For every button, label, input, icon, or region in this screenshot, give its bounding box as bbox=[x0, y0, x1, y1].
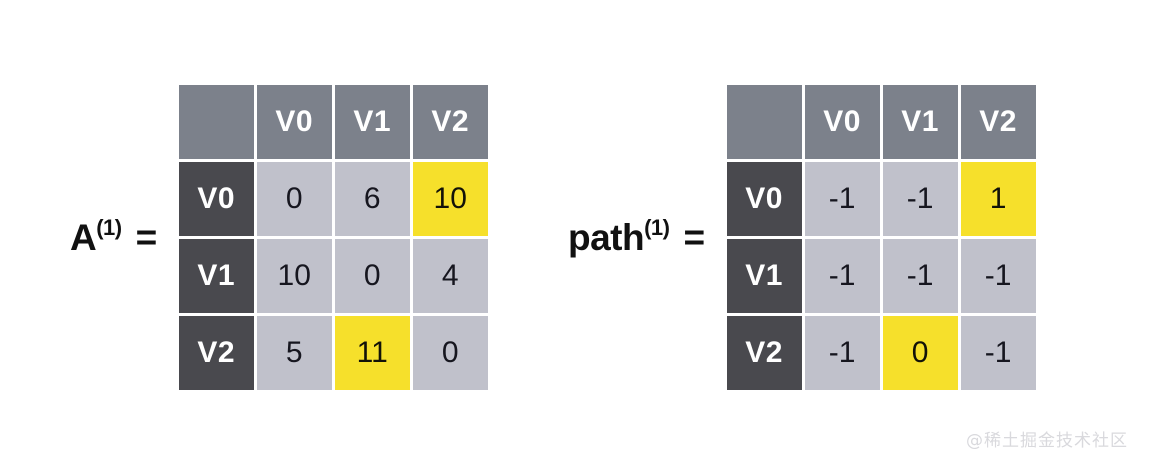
matrix-a-label-superscript: (1) bbox=[96, 214, 122, 240]
matrix-a-grid: V0 V1 V2 V0 0 6 10 V1 10 0 4 V2 5 11 0 bbox=[178, 85, 488, 390]
matrix-a-label-equals: = bbox=[135, 217, 158, 258]
matrix-path-cell-0-2: 1 bbox=[960, 162, 1036, 236]
matrix-path-col-header-v0: V0 bbox=[804, 85, 880, 159]
matrix-a-label: A(1) = bbox=[70, 214, 158, 258]
matrix-block-path: path(1) = V0 V1 V2 V0 -1 -1 1 V1 -1 -1 -1… bbox=[568, 85, 1036, 390]
matrix-a-row-header-v1: V1 bbox=[178, 239, 254, 313]
matrix-path-grid: V0 V1 V2 V0 -1 -1 1 V1 -1 -1 -1 V2 -1 0 … bbox=[726, 85, 1036, 390]
matrix-path-corner-cell bbox=[726, 85, 802, 159]
watermark: @稀土掘金技术社区 bbox=[966, 431, 1128, 451]
matrix-path-cell-2-1: 0 bbox=[882, 316, 958, 390]
matrix-path-label-wrap: path(1) = bbox=[568, 89, 727, 387]
matrix-path-col-header-v1: V1 bbox=[882, 85, 958, 159]
matrix-block-a: A(1) = V0 V1 V2 V0 0 6 10 V1 10 0 4 V2 5 … bbox=[70, 85, 488, 390]
matrix-a-cell-0-2: 10 bbox=[412, 162, 488, 236]
matrix-path-cell-1-1: -1 bbox=[882, 239, 958, 313]
matrix-path-label: path(1) = bbox=[568, 214, 706, 258]
matrix-a-col-header-v0: V0 bbox=[256, 85, 332, 159]
matrix-a-cell-2-0: 5 bbox=[256, 316, 332, 390]
matrix-path-label-base: path bbox=[568, 217, 645, 258]
matrix-path-cell-1-0: -1 bbox=[804, 239, 880, 313]
matrix-path-cell-0-0: -1 bbox=[804, 162, 880, 236]
matrix-a-cell-1-1: 0 bbox=[334, 239, 410, 313]
matrix-a-cell-1-0: 10 bbox=[256, 239, 332, 313]
matrix-a-cell-0-0: 0 bbox=[256, 162, 332, 236]
matrix-a-col-header-v1: V1 bbox=[334, 85, 410, 159]
matrix-a-row-header-v0: V0 bbox=[178, 162, 254, 236]
matrix-path-col-header-v2: V2 bbox=[960, 85, 1036, 159]
matrix-path-label-equals: = bbox=[683, 217, 706, 258]
matrix-path-row-header-v1: V1 bbox=[726, 239, 802, 313]
matrix-a-corner-cell bbox=[178, 85, 254, 159]
matrix-a-cell-0-1: 6 bbox=[334, 162, 410, 236]
matrix-a-cell-2-2: 0 bbox=[412, 316, 488, 390]
matrix-a-col-header-v2: V2 bbox=[412, 85, 488, 159]
matrix-a-cell-1-2: 4 bbox=[412, 239, 488, 313]
matrix-path-cell-2-2: -1 bbox=[960, 316, 1036, 390]
matrix-path-row-header-v0: V0 bbox=[726, 162, 802, 236]
matrix-path-cell-2-0: -1 bbox=[804, 316, 880, 390]
matrix-path-cell-0-1: -1 bbox=[882, 162, 958, 236]
matrix-a-cell-2-1: 11 bbox=[334, 316, 410, 390]
matrix-path-cell-1-2: -1 bbox=[960, 239, 1036, 313]
matrix-a-label-base: A bbox=[70, 217, 97, 258]
matrix-a-row-header-v2: V2 bbox=[178, 316, 254, 390]
matrix-path-label-superscript: (1) bbox=[644, 214, 670, 240]
matrix-a-label-wrap: A(1) = bbox=[70, 89, 179, 387]
matrix-path-row-header-v2: V2 bbox=[726, 316, 802, 390]
